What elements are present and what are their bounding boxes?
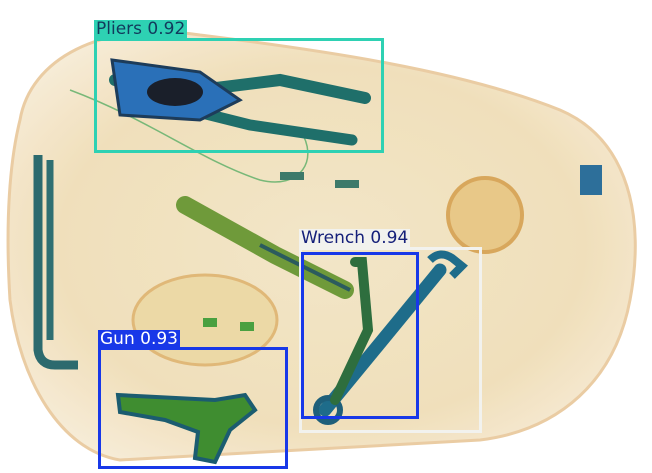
screwdriver [176, 196, 354, 299]
wrench-ring [313, 395, 343, 425]
clip-4 [335, 180, 359, 188]
tape-roll [446, 176, 524, 254]
gun-shape [115, 392, 258, 465]
screwdriver-shaft [259, 243, 351, 292]
wrench-jaw [427, 250, 468, 279]
detection-label-pliers: Pliers 0.92 [94, 19, 188, 39]
clip-5 [580, 165, 602, 195]
l-bar-left [33, 155, 78, 370]
detection-label-gun: Gun 0.93 [98, 329, 180, 349]
clip-3 [280, 172, 304, 180]
detection-box-gun[interactable] [98, 347, 288, 469]
detection-box-wrench[interactable] [299, 247, 482, 433]
pliers-joint [147, 78, 203, 106]
detection-box-pliers[interactable] [94, 38, 384, 153]
drill-object [330, 257, 374, 405]
clip-1 [203, 318, 217, 327]
detection-box-hidden-blue[interactable] [301, 252, 419, 419]
clip-2 [240, 322, 254, 331]
detection-label-wrench: Wrench 0.94 [299, 228, 411, 248]
